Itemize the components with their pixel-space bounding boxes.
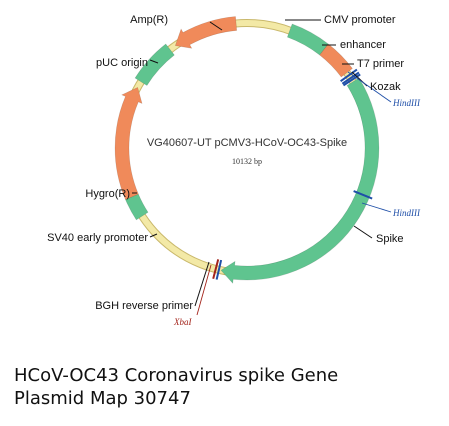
site-leaders [196,71,392,316]
caption-line-2: Plasmid Map 30747 [14,388,191,409]
feature-arcs [114,16,380,284]
leader-bgh [194,261,210,307]
site-tick-hind2 [353,190,373,200]
label-puc: pUC origin [96,57,148,69]
label-bgh: BGH reverse primer [95,300,193,312]
label-enhancer: enhancer [340,39,386,51]
leader-puc [149,59,159,64]
plasmid-map: VG40607-UT pCMV3-HCoV-OC43-Spike 10132 b… [47,14,421,327]
feature-arc-cmv [286,23,329,56]
leader-xba [196,264,212,316]
plasmid-size: 10132 bp [232,157,262,166]
site-tick-bgh [215,259,223,280]
leader-spike [353,225,373,239]
label-spike: Spike [376,233,404,245]
label-kozak: Kozak [370,81,401,93]
label-xba: XbaI [173,317,192,327]
label-cmv: CMV promoter [324,14,396,26]
map-caption: HCoV-OC43 Coronavirus spike Gene Plasmid… [14,364,444,410]
leader-hind1 [347,71,392,103]
restriction-sites [212,68,373,280]
site-tick-hind1 [342,73,361,87]
feature-arc-spike [220,77,380,284]
label-hind2: HindIII [392,208,421,218]
feature-arc-enhancer [319,43,353,78]
label-sv40: SV40 early promoter [47,232,148,244]
label-t7: T7 primer [357,58,404,70]
leader-sv40 [149,233,158,238]
feature-arc-hygro [114,86,143,200]
site-tick-t7 [340,68,358,83]
leader-hind2 [361,202,392,213]
feature-arc-amp [174,16,238,49]
plasmid-name: VG40607-UT pCMV3-HCoV-OC43-Spike [147,137,347,149]
feature-arc-puc [134,43,175,86]
leader-amp [209,21,223,31]
label-amp: Amp(R) [130,14,168,26]
caption-line-1: HCoV-OC43 Coronavirus spike Gene [14,365,339,386]
label-hind1: HindIII [392,98,421,108]
site-tick-kozak [341,71,360,85]
site-tick-xba [212,259,220,279]
label-leaders [132,19,373,307]
label-hygro: Hygro(R) [85,188,130,200]
